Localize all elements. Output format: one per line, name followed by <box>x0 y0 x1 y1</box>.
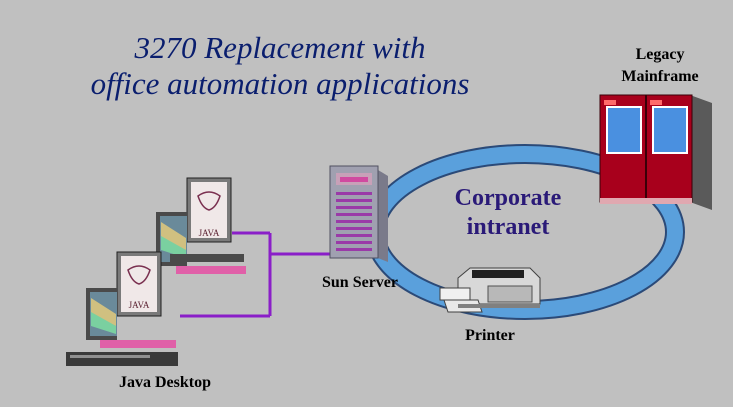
desktop-label: Java Desktop <box>118 374 211 391</box>
intranet-label-line2: intranet <box>466 214 550 240</box>
desktop-front-icon: JAVA <box>66 251 178 366</box>
intranet-label-line1: Corporate <box>454 185 562 211</box>
diagram-title-line1: 3270 Replacement with <box>134 30 426 65</box>
desktop-links <box>180 231 330 318</box>
server-label: Sun Server <box>322 274 398 291</box>
mainframe-icon <box>599 94 712 210</box>
svg-text:JAVA: JAVA <box>199 228 220 238</box>
diagram-title-line2: office automation applications <box>90 66 470 101</box>
server-icon <box>329 165 388 262</box>
desktop-back-icon: JAVA <box>156 177 246 274</box>
printer-icon <box>439 267 541 313</box>
mainframe-label-line2: Mainframe <box>621 68 699 85</box>
svg-text:JAVA: JAVA <box>129 300 150 310</box>
printer-label: Printer <box>465 327 515 344</box>
mainframe-label-line1: Legacy <box>635 46 685 63</box>
